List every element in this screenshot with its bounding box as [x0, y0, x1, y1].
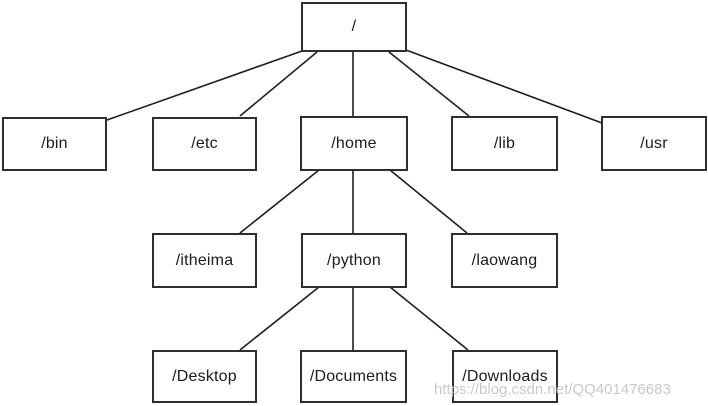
tree-node-lib: /lib: [451, 116, 558, 171]
tree-node-usr: /usr: [601, 116, 707, 171]
tree-node-downloads: /Downloads: [452, 350, 558, 403]
edge-root-lib: [388, 51, 470, 117]
tree-node-root: /: [301, 2, 407, 52]
tree-node-python: /python: [301, 233, 407, 288]
edge-root-etc: [239, 51, 318, 117]
tree-node-documents: /Documents: [300, 350, 407, 403]
edge-home-laowang: [389, 169, 468, 234]
tree-node-bin: /bin: [2, 117, 107, 171]
tree-node-etc: /etc: [152, 117, 257, 171]
tree-node-laowang: /laowang: [451, 233, 558, 288]
tree-node-itheima: /itheima: [152, 233, 257, 288]
edge-root-bin: [106, 50, 303, 121]
tree-node-desktop: /Desktop: [152, 350, 257, 403]
edge-python-desktop: [239, 286, 320, 351]
edge-python-downloads: [389, 286, 469, 351]
edge-root-usr: [405, 49, 603, 124]
tree-node-home: /home: [300, 116, 408, 171]
edge-home-itheima: [239, 169, 320, 234]
